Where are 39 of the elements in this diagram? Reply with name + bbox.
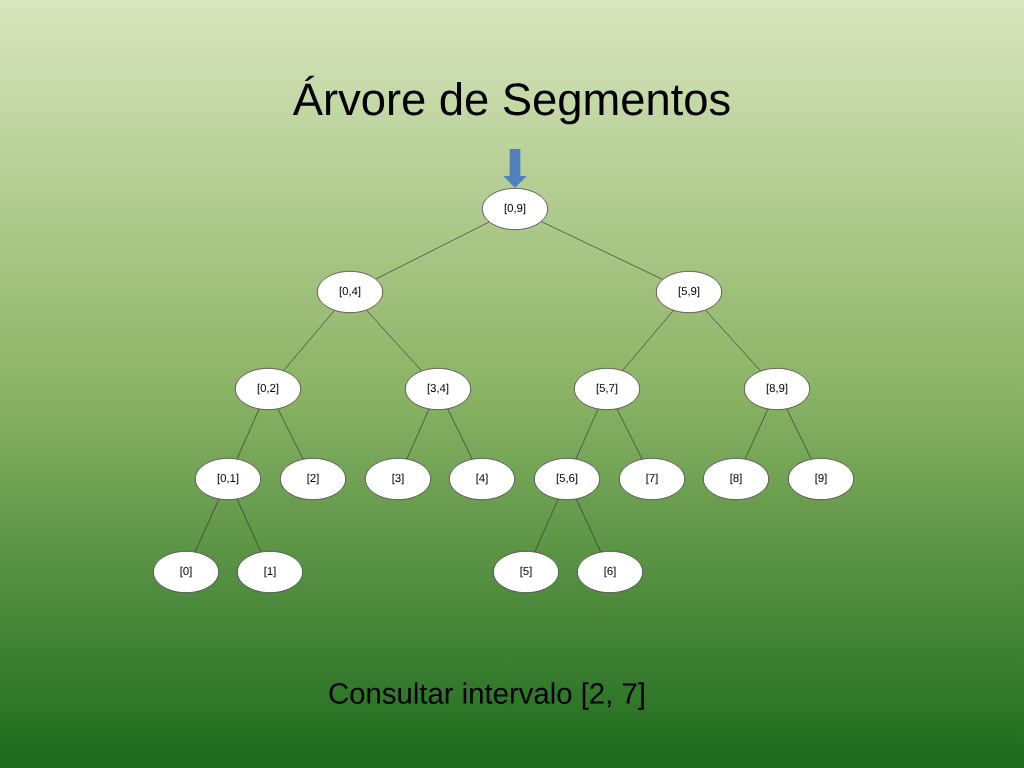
tree-edge [576,498,601,553]
tree-edge [447,408,473,460]
tree-edge [622,310,674,371]
tree-node: [3] [364,457,432,501]
tree-edge [616,408,643,460]
tree-node: [5,9] [655,270,723,314]
tree-node: [7] [618,457,686,501]
caption: Consultar intervalo [2, 7] [329,682,644,710]
tree-node: [8,9] [743,367,811,411]
tree-node: [0] [152,550,220,594]
tree-edge [236,408,260,460]
tree-edge [375,221,490,280]
tree-edge [705,309,761,372]
tree-edge [575,408,599,460]
tree-node: [1] [236,550,304,594]
tree-edge [283,310,335,371]
tree-edge [541,221,663,280]
tree-node: [2] [279,457,347,501]
tree-node: [5,7] [573,367,641,411]
tree-edge [744,408,769,460]
tree-edge [786,408,812,460]
tree-node: [4] [448,457,516,501]
tree-node: [5] [492,550,560,594]
tree-node: [0,2] [234,367,302,411]
tree-node: [0,4] [316,270,384,314]
tree-node: [5,6] [533,457,601,501]
title: Árvore de Segmentos [292,75,730,125]
tree-edge [366,309,422,372]
tree-node: [9] [787,457,855,501]
tree-edge [277,408,304,460]
tree-node: [3,4] [404,367,472,411]
tree-edge [194,498,220,553]
tree-node: [6] [576,550,644,594]
tree-edge [236,498,262,553]
tree-edge [406,408,430,460]
tree-node: [0,9] [481,187,549,231]
tree-node: [8] [702,457,770,501]
tree-edge [534,498,559,553]
tree-node: [0,1] [194,457,262,501]
